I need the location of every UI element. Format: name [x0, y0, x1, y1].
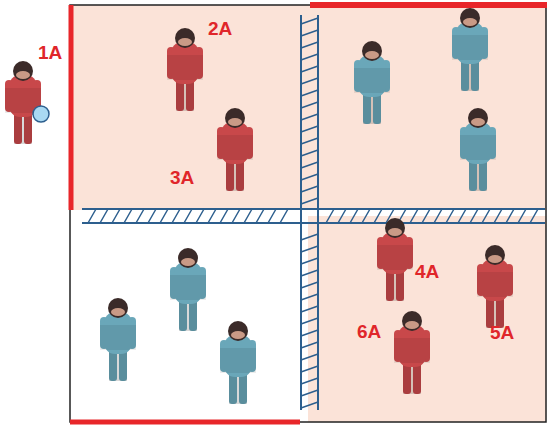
- person-label: 5A: [490, 323, 514, 342]
- room-outline: [70, 5, 546, 422]
- red-person: [5, 28, 513, 394]
- person-label: 3A: [170, 168, 194, 187]
- room-zone: [308, 5, 546, 210]
- room-zone: [70, 216, 308, 422]
- person-label: 4A: [415, 262, 439, 281]
- room-zone: [70, 5, 308, 210]
- ball: [33, 106, 49, 122]
- red-wall: [310, 2, 547, 8]
- person-label: 6A: [357, 322, 381, 341]
- room-zone: [308, 216, 546, 422]
- red-wall: [69, 5, 74, 210]
- person-label: 2A: [208, 19, 232, 38]
- red-wall: [70, 420, 300, 425]
- blue-person: [100, 8, 496, 404]
- person-label: 1A: [38, 43, 62, 62]
